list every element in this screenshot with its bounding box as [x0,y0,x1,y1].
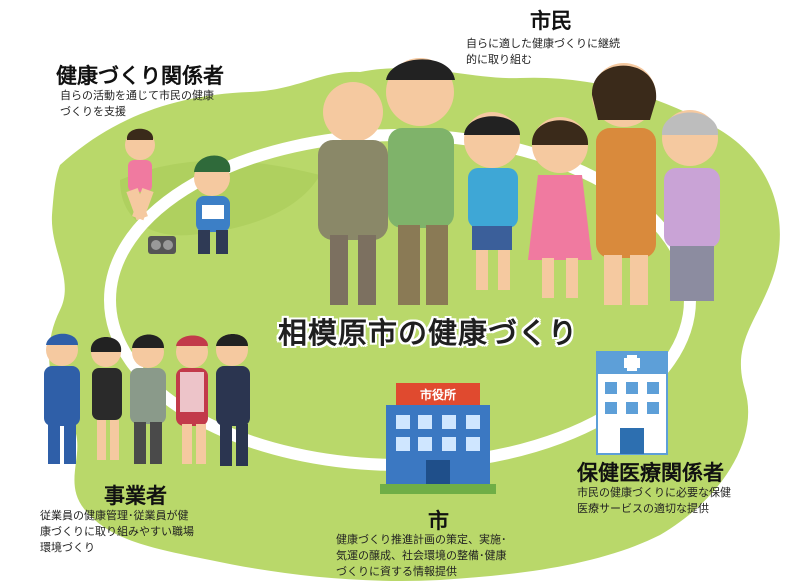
medical-desc-line: 市民の健康づくりに必要な保健 [577,486,731,499]
business-desc: 従業員の健康管理･従業員が健 康づくりに取り組みやすい職場 環境づくり [40,508,280,556]
city-desc: 健康づくり推進計画の策定、実施･ 気運の醸成、社会環境の整備･健康 づくりに資す… [336,532,576,580]
health-partners-desc-line: 自らの活動を通じて市民の健康 [60,89,214,102]
city-hall-illustration: 市役所 [380,383,496,494]
health-partners-title: 健康づくり関係者 [56,64,224,88]
citizens-desc-line: 自らに適した健康づくりに継続 [466,37,620,50]
citizens-title: 市民 [530,9,572,33]
health-partners-desc-line: づくりを支援 [60,105,126,118]
center-title: 相模原市の健康づくり [277,316,578,350]
business-desc-line: 環境づくり [40,541,95,554]
citizens-desc: 自らに適した健康づくりに継続 的に取り組む [466,36,696,68]
health-partners-desc: 自らの活動を通じて市民の健康 づくりを支援 [60,88,280,120]
citizens-desc-line: 的に取り組む [466,53,532,66]
citizens-family-illustration [318,58,720,305]
hospital-illustration [596,351,668,455]
city-desc-line: づくりに資する情報提供 [336,565,457,578]
business-desc-line: 従業員の健康管理･従業員が健 [40,509,189,522]
city-desc-line: 気運の醸成、社会環境の整備･健康 [336,549,507,562]
city-title: 市 [428,509,449,533]
business-title: 事業者 [104,484,167,508]
city-hall-sign: 市役所 [420,387,456,402]
medical-desc: 市民の健康づくりに必要な保健 医療サービスの適切な提供 [577,485,797,517]
business-desc-line: 康づくりに取り組みやすい職場 [40,525,194,538]
business-workers-illustration [44,333,250,466]
city-desc-line: 健康づくり推進計画の策定、実施･ [336,533,507,546]
medical-title: 保健医療関係者 [577,461,724,485]
medical-desc-line: 医療サービスの適切な提供 [577,502,709,515]
health-partners-illustration [125,128,231,254]
